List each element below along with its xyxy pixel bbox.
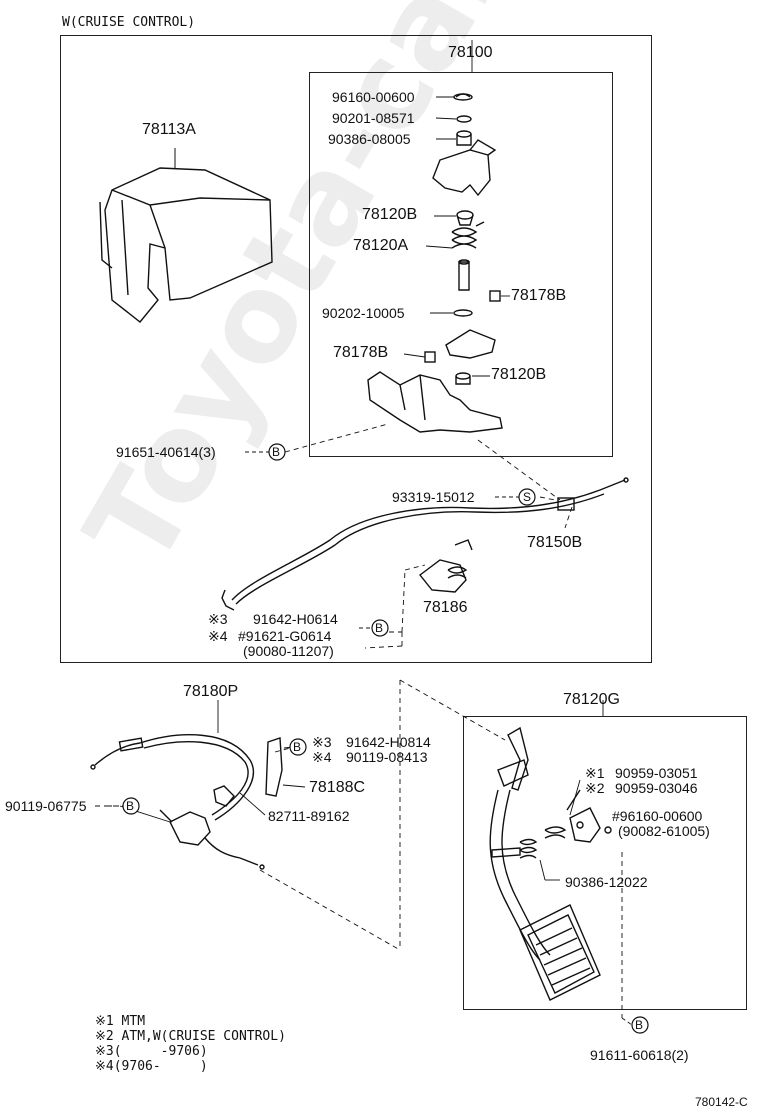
bolt-label: (90080-11207) <box>243 643 334 659</box>
pedal-drawing <box>489 726 612 1001</box>
note-mark-3: ※3 <box>208 611 228 627</box>
grommet-label: 90119-06775 <box>5 798 87 814</box>
clip-label: 93319-15012 <box>392 489 475 505</box>
part-label: 90201-08571 <box>332 110 415 126</box>
callout-letter-b: B <box>635 1018 644 1032</box>
top-frame <box>60 35 652 663</box>
pedal-code: 78120G <box>563 691 620 708</box>
note-line: ※2 ATM,W(CRUISE CONTROL) <box>95 1029 286 1044</box>
section-title: W(CRUISE CONTROL) <box>62 15 196 30</box>
cover-drawing <box>99 167 273 323</box>
assembly-code: 78100 <box>448 44 493 61</box>
cable-code: 78180P <box>183 683 239 700</box>
part-label: 90202-10005 <box>322 305 405 321</box>
part-label: 90959-03046 <box>615 780 698 796</box>
part-label: 90386-12022 <box>565 874 648 890</box>
cover-code: 78113A <box>142 121 196 138</box>
part-label: 78178B <box>511 287 567 304</box>
callout-letter-b: B <box>375 621 384 635</box>
bolt-label: 91642-H0814 <box>346 734 431 750</box>
part-label: 78120A <box>353 237 409 254</box>
bolt-label: 91611-60618(2) <box>590 1047 689 1063</box>
note-mark-4: ※4 <box>208 628 228 644</box>
part-label: 96160-00600 <box>332 89 415 105</box>
callout-letter-b: B <box>293 740 302 754</box>
bracket-label: 78188C <box>309 779 366 796</box>
part-label: 78178B <box>333 344 389 361</box>
top-cable-drawing <box>221 477 629 611</box>
linkage-frame <box>309 72 613 457</box>
note-mark-2: ※2 <box>585 780 605 796</box>
callout-letter-s: S <box>523 490 532 504</box>
bolt-label: 90119-08413 <box>346 749 428 765</box>
note-mark-3: ※3 <box>312 734 332 750</box>
note-line: ※1 MTM <box>95 1014 146 1029</box>
lower-cable-drawing <box>90 734 283 870</box>
note-line: ※3( -9706) <box>95 1044 208 1059</box>
note-line: ※4(9706- ) <box>95 1059 208 1074</box>
cable-label: 78150B <box>527 534 583 551</box>
clamp-label: 82711-89162 <box>268 808 350 824</box>
callout-b-lower <box>289 738 307 756</box>
part-label: 78120B <box>491 366 547 383</box>
note-mark-1: ※1 <box>585 765 605 781</box>
bolt-label: #91621-G0614 <box>238 628 332 644</box>
bolt-label: 91651-40614(3) <box>116 444 216 460</box>
figure-code: 780142-C <box>695 1095 748 1109</box>
part-label: (90082-61005) <box>618 823 710 839</box>
part-label: 90959-03051 <box>615 765 698 781</box>
note-mark-4: ※4 <box>312 749 332 765</box>
bracket-label: 78186 <box>423 599 468 616</box>
callout-letter-b: B <box>126 799 135 813</box>
pedal-frame <box>463 716 747 1010</box>
callout-letter-b: B <box>272 445 281 459</box>
callout-b-cable <box>371 619 389 637</box>
part-label: 78120B <box>362 206 418 223</box>
part-label: 90386-08005 <box>328 131 411 147</box>
callout-b-pedal <box>631 1016 649 1034</box>
bolt-label: 91642-H0614 <box>253 611 338 627</box>
part-label: #96160-00600 <box>612 808 703 824</box>
